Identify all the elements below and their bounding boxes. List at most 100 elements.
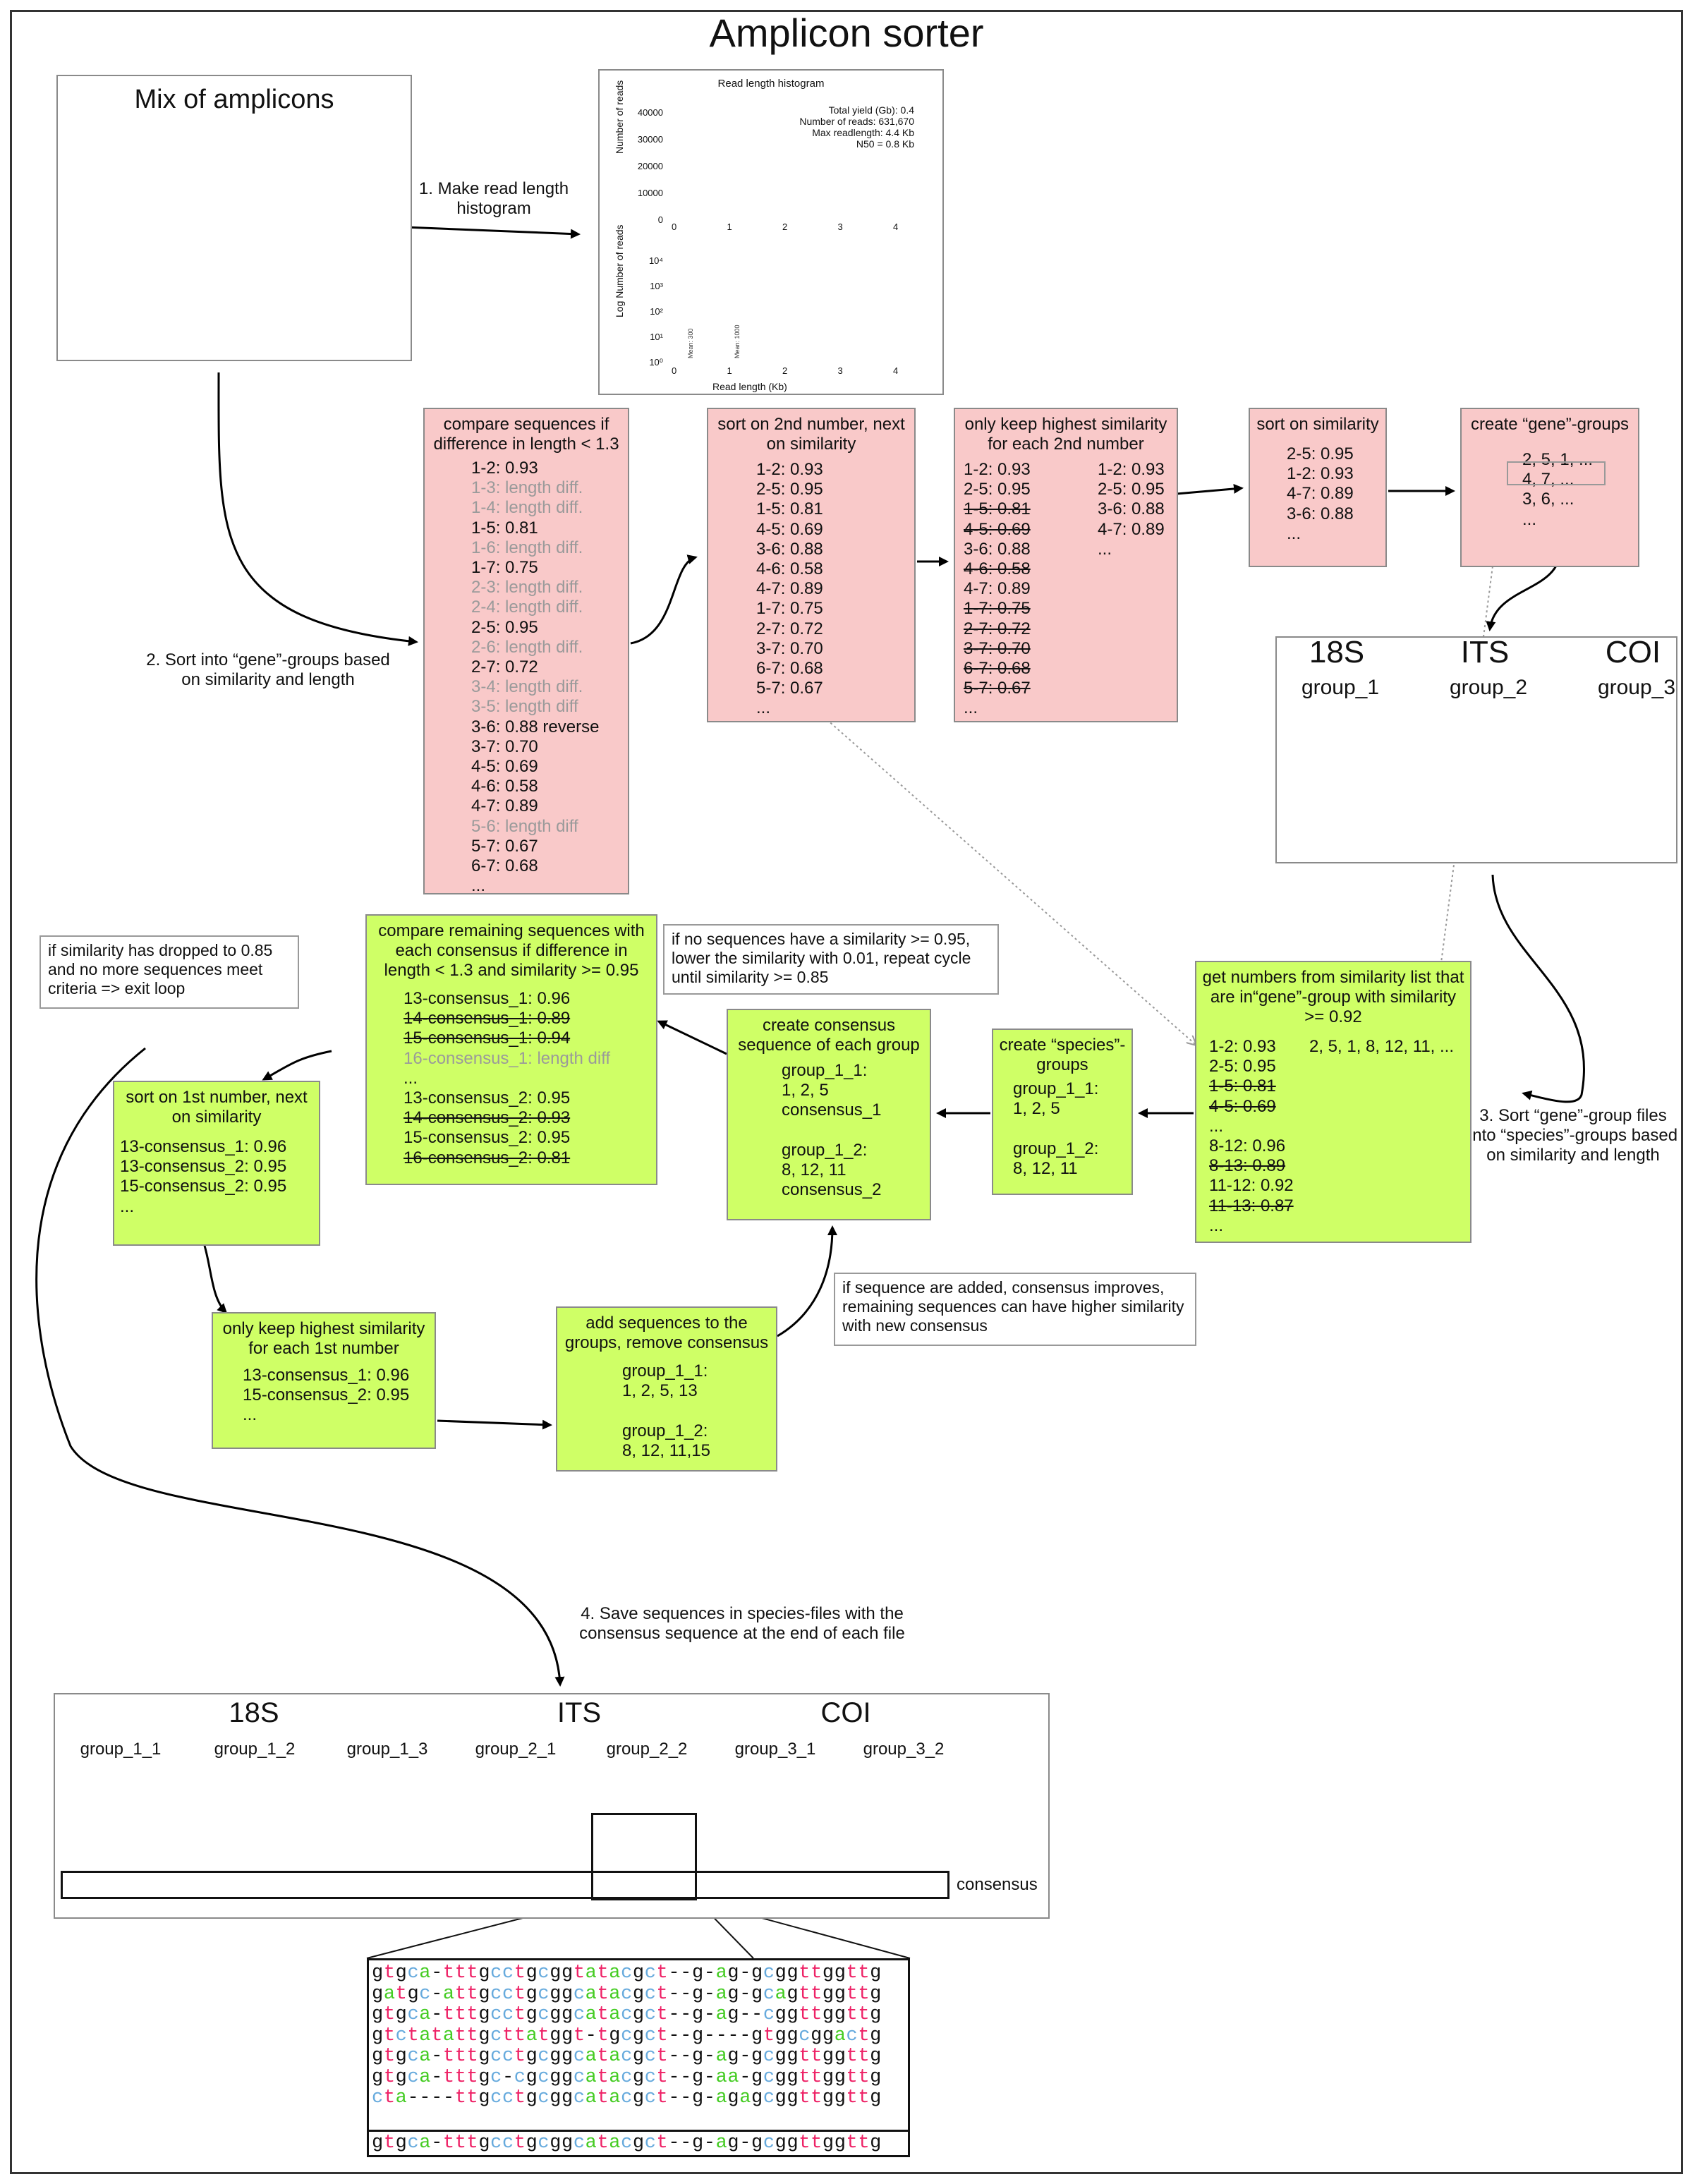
add-list: group_1_1:1, 2, 5, 13 group_1_2:8, 12, 1… [622,1361,772,1461]
list-item: 4-5: 0.69 [1209,1096,1276,1116]
gene-coi: COI [1605,635,1661,669]
list-item: 3-6: 0.88 [1287,504,1354,523]
tick-label: 10³ [650,281,663,291]
final-group-3-2: group_3_2 [863,1740,945,1759]
compare-sequences-box: compare sequences if difference in lengt… [423,408,629,895]
list-item: 13-consensus_2: 0.95 [403,1088,571,1108]
list-item: 2-7: 0.72 [471,657,538,677]
final-group-2-2: group_2_2 [606,1740,688,1759]
sort-1st-number-box: sort on 1st number, next on similarity 1… [113,1081,320,1246]
list-item: 5-6: length diff [471,816,578,836]
sequence-row: gtctatattgcttatggt-tgcgct--g----gtggcgga… [372,2025,882,2046]
list-item: ... [120,1196,135,1216]
list-item [1013,1119,1127,1139]
compare-rem-header: compare remaining sequences with each co… [378,921,645,980]
final-gene-its: ITS [557,1697,602,1728]
list-item: 2-5: 0.95 [1209,1057,1276,1076]
tick-label: 4 [893,365,899,376]
stat-reads: Number of reads: 631,670 [799,116,914,127]
tick-label: 0 [672,222,677,232]
step1-label: 1. Make read length histogram [418,179,569,218]
list-item: 8-12: 0.96 [1209,1136,1286,1156]
list-item: ... [1098,539,1112,559]
gene-groups-panel [1275,636,1677,863]
list-item: 4-5: 0.69 [471,757,538,777]
list-item [622,1401,772,1421]
list-item: 3-7: 0.70 [756,638,823,658]
list-item: 1-5: 0.81 [471,518,538,538]
list-item: 2-7: 0.72 [964,619,1031,638]
final-group-3-1: group_3_1 [734,1740,816,1759]
list-item: 3-6: 0.88 [756,539,823,559]
create-gene-groups-box: create “gene”-groups 2, 5, 1, ...4, 7, .… [1460,408,1639,567]
list-item: 4-6: 0.58 [756,559,823,579]
list-item: 3-7: 0.70 [964,638,1031,658]
hist-marker-300: Mean: 300 [687,328,694,358]
histogram-stats: Total yield (Gb): 0.4 Number of reads: 6… [748,104,914,150]
page-title: Amplicon sorter [709,11,984,55]
list-item: 3-4: length diff. [471,677,583,697]
tick-label: 30000 [637,134,663,145]
list-item: group_1_1: [782,1061,868,1080]
tick-label: 1 [727,222,732,232]
list-item: 2-5: 0.95 [1098,480,1165,499]
list-item: 16-consensus_1: length diff [403,1048,611,1068]
list-item: 2-5: 0.95 [756,480,823,499]
keep1-header: only keep highest similarity for each 1s… [222,1319,425,1358]
note-lower-similarity: if no sequences have a similarity >= 0.9… [663,924,999,995]
list-item: ... [243,1405,257,1425]
list-item: 1-7: 0.75 [964,599,1031,619]
list-item: ... [1522,509,1537,529]
tick-label: 10² [650,306,663,317]
step2-label: 2. Sort into “gene”-groups based on simi… [146,650,390,689]
list-item: 11-12: 0.92 [1209,1176,1294,1196]
sequence-row: gtgca-tttgcctgcggtatacgct--g-ag-gcggttgg… [372,1962,882,1984]
final-group-2-1: group_2_1 [475,1740,557,1759]
histogram-panel: Read length histogram [598,69,944,395]
list-item: 1-2: 0.93 [1098,460,1165,479]
flow-arrow [262,1050,332,1081]
list-item: 1-5: 0.81 [756,499,823,519]
list-item: 8-13: 0.89 [1209,1156,1286,1176]
keep-highest-2nd-box: only keep highest similarity for each 2n… [954,408,1178,722]
list-item [782,1121,926,1141]
list-item: ... [1287,523,1301,543]
species-list: group_1_1:1, 2, 5 group_1_2:8, 12, 11 [1013,1079,1127,1179]
hist-marker-1000: Mean: 1000 [734,324,741,358]
consensus-header: create consensus sequence of each group [738,1016,920,1055]
final-group-1-1: group_1_1 [80,1740,162,1759]
sequence-row: gtgca-tttgcctgcggcatacgct--g-ag-gcggttgg… [372,2046,882,2067]
note-consensus-improves: if sequence are added, consensus improve… [834,1273,1196,1346]
sequence-row: gatgc-attgcctgcggcatacgct--g-ag-gcagttgg… [372,1983,882,2005]
list-item: 4-7: 0.89 [471,796,538,816]
flow-arrow [777,1225,837,1337]
highlight-group-box [1507,461,1606,485]
list-item: ... [756,698,771,718]
list-item: 1-5: 0.81 [1209,1076,1276,1096]
list-item: 2-5: 0.95 [1287,444,1354,463]
list-item: 4-6: 0.58 [964,559,1031,579]
tick-label: 3 [837,365,843,376]
consensus-row-box [61,1871,949,1899]
list-item: ... [964,698,978,718]
list-item: 15-consensus_2: 0.95 [403,1128,571,1148]
list-item: 1-2: 0.93 [471,459,538,478]
list-item: 6-7: 0.68 [964,659,1031,679]
list-item: group_1_1: [1013,1079,1099,1098]
list-item: 4-5: 0.69 [756,519,823,539]
keep2-header: only keep highest similarity for each 2n… [964,415,1167,454]
list-item: consensus_1 [782,1100,882,1120]
flow-arrow [1491,874,1585,1103]
tick-label: 10000 [637,188,663,198]
final-group-1-3: group_1_3 [346,1740,428,1759]
list-item: 3-7: 0.70 [471,736,538,756]
sort-2nd-number-box: sort on 2nd number, next on similarity 1… [707,408,916,722]
sortsim-header: sort on similarity [1256,415,1379,434]
flow-arrow [630,554,698,645]
